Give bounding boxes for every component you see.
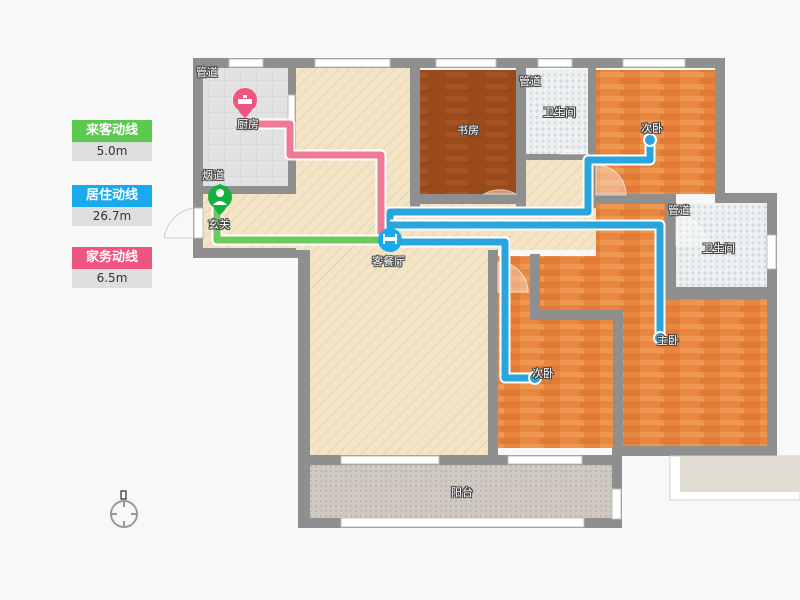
legend-chore-value: 6.5m [72, 269, 152, 288]
bath-top-floor [526, 70, 588, 154]
legend-living-value: 26.7m [72, 207, 152, 226]
living-dining-floor [310, 250, 488, 458]
room-label-master-bedroom: 主卧 [657, 334, 679, 347]
room-label-living-dining: 客餐厅 [372, 255, 405, 268]
legend-chore-route: 家务动线 6.5m [72, 247, 152, 288]
label-flue: 烟道 [202, 169, 224, 182]
legend-guest-route: 来客动线 5.0m [72, 120, 152, 161]
guest-route [213, 205, 381, 244]
master-bedroom-floor [623, 299, 767, 446]
compass-icon [110, 490, 138, 528]
living-route-s-bedroom [395, 238, 535, 382]
bedroom-ne-floor [596, 70, 715, 194]
living-pin-icon [378, 228, 402, 252]
room-label-bedroom-s: 次卧 [532, 367, 554, 380]
room-label-balcony: 阳台 [451, 486, 473, 499]
label-duct-bath-top: 管道 [519, 75, 541, 88]
balcony-floor [310, 465, 612, 518]
legend-guest-value: 5.0m [72, 142, 152, 161]
legend-guest-label: 来客动线 [72, 120, 152, 142]
legend-living-label: 居住动线 [72, 185, 152, 207]
room-label-kitchen: 厨房 [237, 118, 259, 131]
room-label-bedroom-ne: 次卧 [641, 122, 663, 135]
room-label-bath-right: 卫生间 [702, 242, 735, 255]
entrance-door-swing [163, 207, 194, 239]
room-label-bath-top: 卫生间 [543, 106, 576, 119]
room-label-study: 书房 [457, 124, 479, 137]
living-route-ne-bedroom [386, 140, 654, 240]
entrance-pin-icon [208, 184, 232, 215]
study-floor [420, 70, 516, 194]
label-duct-kitchen: 管道 [196, 66, 218, 79]
room-label-entrance: 玄关 [208, 218, 230, 231]
living-route-master [390, 221, 664, 338]
legend-living-route: 居住动线 26.7m [72, 185, 152, 226]
kitchen-pin-icon [233, 88, 257, 118]
legend-chore-label: 家务动线 [72, 247, 152, 269]
chore-route [245, 120, 385, 242]
label-duct-bath-right: 管道 [668, 204, 690, 217]
